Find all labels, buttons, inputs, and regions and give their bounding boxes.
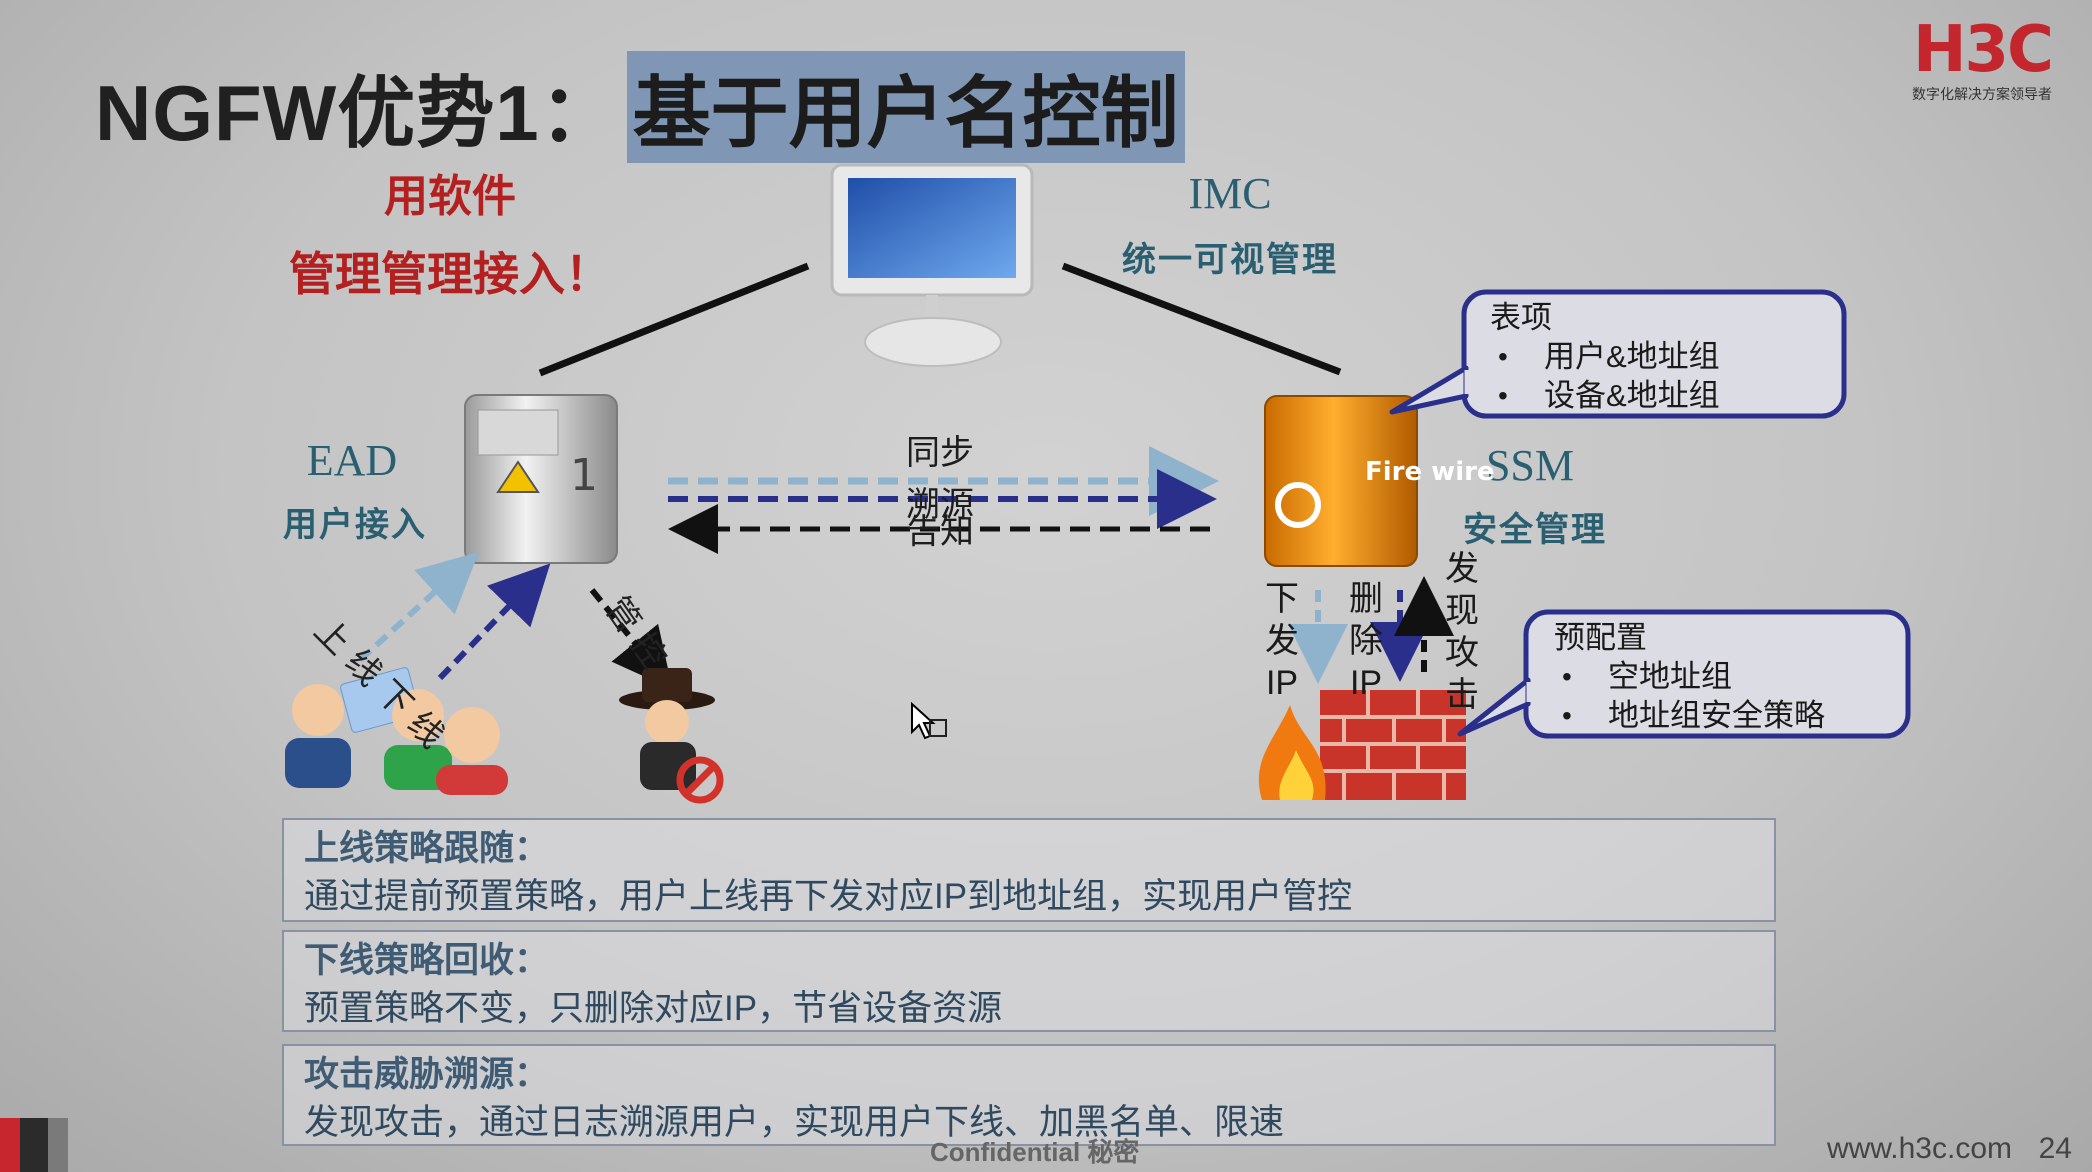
panel-title: 下线策略回收： (304, 938, 1754, 984)
footer-url: www.h3c.com (1827, 1132, 2012, 1166)
panel-body: 预置策略不变，只删除对应IP，节省设备资源 (304, 984, 1754, 1034)
delete-ip-char-1: 删 (1346, 578, 1386, 620)
issue-ip-char-2: 发 (1262, 620, 1302, 662)
issue-ip-label: 下 发 IP (1262, 578, 1302, 704)
callout-preconfig-title: 预配置 (1554, 618, 1894, 657)
arrow-offline (440, 572, 542, 678)
footer-confidential: Confidential 秘密 (930, 1132, 1139, 1169)
svg-text:1: 1 (570, 450, 598, 501)
delete-ip-char-2: 除 (1346, 620, 1386, 662)
callout-table-item: •用户&地址组 (1490, 337, 1830, 376)
callout-preconfig-item-text: 地址组安全策略 (1608, 696, 1825, 735)
panel-offline-policy: 下线策略回收： 预置策略不变，只删除对应IP，节省设备资源 (282, 930, 1776, 1032)
footer-bar-dark (20, 1118, 48, 1172)
mouse-cursor-icon (912, 704, 946, 738)
callout-preconfig-item-text: 空地址组 (1608, 657, 1732, 696)
notify-label: 告知 (900, 515, 980, 549)
footer-page-number: 24 (2039, 1132, 2072, 1166)
line-ead-imc (540, 266, 808, 373)
issue-ip-char-3: IP (1262, 662, 1302, 704)
panel-body: 通过提前预置策略，用户上线再下发对应IP到地址组，实现用户管控 (304, 872, 1754, 922)
callout-table-item-text: 用户&地址组 (1544, 337, 1720, 376)
imc-computer-icon (832, 165, 1032, 366)
callout-table: 表项 •用户&地址组 •设备&地址组 (1490, 298, 1830, 415)
discover-attack-char-4: 击 (1442, 674, 1482, 716)
firewall-wall-icon (1259, 690, 1466, 800)
discover-attack-label: 发 现 攻 击 (1442, 548, 1482, 716)
discover-attack-char-3: 攻 (1442, 632, 1482, 674)
discover-attack-char-1: 发 (1442, 548, 1482, 590)
sync-label: 同步 (900, 436, 980, 470)
ssm-server-icon: Fire wire (1265, 396, 1495, 566)
delete-ip-char-3: IP (1346, 662, 1386, 704)
hacker-icon (619, 668, 720, 800)
firewall-label: Fire wire (1365, 457, 1495, 487)
callout-preconfig-item: •空地址组 (1554, 657, 1894, 696)
panel-title: 攻击威胁溯源： (304, 1052, 1754, 1098)
callout-table-item: •设备&地址组 (1490, 376, 1830, 415)
discover-attack-char-2: 现 (1442, 590, 1482, 632)
callout-table-item-text: 设备&地址组 (1544, 376, 1720, 415)
issue-ip-char-1: 下 (1262, 578, 1302, 620)
panel-attack-trace: 攻击威胁溯源： 发现攻击，通过日志溯源用户，实现用户下线、加黑名单、限速 (282, 1044, 1776, 1146)
callout-table-title: 表项 (1490, 298, 1830, 337)
callout-preconfig-item: •地址组安全策略 (1554, 696, 1894, 735)
delete-ip-label: 删 除 IP (1346, 578, 1386, 704)
footer-bar-red (0, 1118, 20, 1172)
ead-server-icon: 1 (465, 395, 617, 563)
line-imc-ssm (1063, 266, 1340, 372)
footer-bar-grey (48, 1118, 68, 1172)
panel-title: 上线策略跟随： (304, 826, 1754, 872)
panel-online-policy: 上线策略跟随： 通过提前预置策略，用户上线再下发对应IP到地址组，实现用户管控 (282, 818, 1776, 922)
callout-preconfig: 预配置 •空地址组 •地址组安全策略 (1554, 618, 1894, 735)
